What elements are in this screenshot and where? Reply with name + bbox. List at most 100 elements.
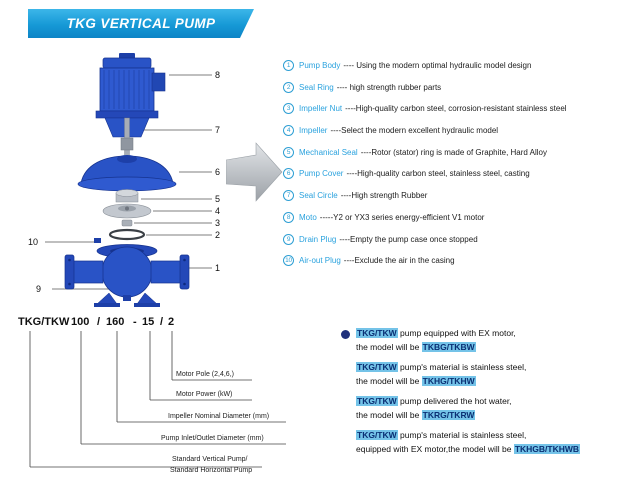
part-description: ---- high strength rubber parts [336,82,442,92]
model-code: TKG/TKW 100 / 160 - 15 / 2 [0,316,220,330]
model-code-token: 100 [71,316,90,328]
parts-list-row: 10 Air-out Plug ----Exclude the air in t… [283,254,617,267]
part-name: Pump Body [299,61,341,70]
note-line-2: equipped with EX motor,the model will be… [356,442,612,456]
part-number-badge: 1 [283,60,294,71]
callout-leader-lines [45,74,212,290]
model-code-label: Motor Power (kW) [176,391,232,398]
part-number-badge: 5 [283,146,294,158]
model-code-token: - [133,316,137,328]
parts-list-row: 5 Mechanical Seal ----Rotor (stator) rin… [283,146,617,159]
model-highlight: TKHGB/TKHWB [513,444,581,454]
pump-diagram-svg [45,53,212,307]
notes-bullet-icon [341,330,350,339]
model-code-label: Pump Inlet/Outlet Diameter (mm) [161,435,264,442]
part-number-badge: 8 [283,211,294,223]
part-name: Seal Ring [299,82,334,92]
model-highlight: TKHG/TKHW [421,376,476,386]
part-description: ----Empty the pump case once stopped [339,234,478,244]
part-name: Mechanical Seal [299,147,358,157]
parts-list-row: 9 Drain Plug ----Empty the pump case onc… [283,233,617,246]
parts-list-row: 2 Seal Ring ---- high strength rubber pa… [283,81,617,94]
model-code-label-line1: Pump Inlet/Outlet Diameter (mm) [161,435,264,442]
parts-list-row: 3 Impeller Nut ----High-quality carbon s… [283,102,617,115]
model-code-token: 15 [142,316,155,328]
part-description: ---- Using the modern optimal hydraulic … [343,61,532,70]
part-description: ----Rotor (stator) ring is made of Graph… [360,147,547,157]
parts-list: 1 Pump Body ---- Using the modern optima… [283,59,617,276]
brand-highlight: TKG/TKW [356,430,398,440]
model-code-token: / [97,316,101,328]
model-code-label-line1: Motor Power (kW) [176,391,233,398]
parts-list-row: 8 Moto -----Y2 or YX3 series energy-effi… [283,211,617,224]
model-code-token: / [160,316,164,328]
part-name: Drain Plug [299,234,337,244]
note-text: equipped with EX motor,the model will be [356,444,514,454]
model-code-label: Motor Pole (2,4,6,) [176,371,234,378]
part-description: -----Y2 or YX3 series energy-efficient V… [319,212,485,222]
note-line-1: TKG/TKW pump's material is stainless ste… [356,428,612,442]
note-line-1: TKG/TKW pump delivered the hot water, [356,394,612,408]
model-code-label: Standard Vertical Pump/ Standard Horizon… [170,456,253,474]
title-banner: TKG VERTICAL PUMP [28,9,254,38]
part-name: Pump Cover [299,169,344,179]
part-description: ----Exclude the air in the casing [343,256,455,266]
part-name: Moto [299,212,317,222]
part-name: Impeller Nut [299,104,343,114]
note-item: TKG/TKW pump equipped with EX motor, the… [356,326,612,354]
part-number-badge: 2 [283,81,294,93]
model-code-label-line1: Impeller Nominal Diameter (mm) [168,413,270,420]
pump-cover [77,155,177,192]
pump-exploded-diagram: 8 7 6 5 4 3 2 10 1 9 [15,45,275,315]
part-number-badge: 7 [283,190,294,202]
model-code-label-line1: Motor Pole (2,4,6,) [176,371,234,378]
part-number-badge: 9 [283,233,294,245]
parts-list-row: 7 Seal Circle ----High strength Rubber [283,189,617,202]
part-name: Seal Circle [299,191,338,201]
note-item: TKG/TKW pump's material is stainless ste… [356,360,612,388]
part-number-badge: 3 [283,103,294,115]
part-name: Impeller [299,126,328,136]
note-item: TKG/TKW pump's material is stainless ste… [356,428,612,456]
brand-highlight: TKG/TKW [356,396,398,406]
note-line-1: TKG/TKW pump equipped with EX motor, [356,326,612,340]
model-code-token: 2 [168,316,175,328]
part-description: ----High strength Rubber [340,191,428,201]
part-description: ----High-quality carbon steel, stainless… [346,169,530,179]
note-text: the model will be [356,342,422,352]
impeller [102,203,152,219]
note-text: pump equipped with EX motor, [397,328,516,338]
transition-arrow-icon [226,142,283,202]
parts-list-row: 1 Pump Body ---- Using the modern optima… [283,59,617,72]
part-name: Air-out Plug [299,256,341,266]
note-text: pump delivered the hot water, [397,396,512,406]
seal-ring [108,228,146,241]
note-line-2: the model will be TKHG/TKHW [356,374,612,388]
model-highlight: TKBG/TKBW [421,342,476,352]
note-text: pump's material is stainless steel, [397,362,527,372]
note-text: pump's material is stainless steel, [397,430,527,440]
part-description: ----Select the modern excellent hydrauli… [330,126,499,136]
model-notes: TKG/TKW pump equipped with EX motor, the… [356,326,612,462]
model-code-label-line1: Standard Vertical Pump/ [172,456,248,463]
model-code-token: 160 [106,316,125,328]
model-code-label-line2: Standard Horizontal Pump [170,467,253,474]
parts-list-row: 4 Impeller ----Select the modern excelle… [283,124,617,137]
model-highlight: TKRG/TKRW [421,410,476,420]
brand-highlight: TKG/TKW [356,362,398,372]
impeller-nut [121,219,133,227]
pump-body [64,238,190,307]
parts-list-row: 6 Pump Cover ----High-quality carbon ste… [283,167,617,180]
note-line-1: TKG/TKW pump's material is stainless ste… [356,360,612,374]
model-code-token: TKG/TKW [18,316,70,328]
part-number-badge: 10 [283,255,294,267]
note-line-2: the model will be TKRG/TKRW [356,408,612,422]
note-text: the model will be [356,410,422,420]
note-text: the model will be [356,376,422,386]
motor [95,53,166,119]
model-code-label: Impeller Nominal Diameter (mm) [168,413,269,420]
note-line-2: the model will be TKBG/TKBW [356,340,612,354]
note-item: TKG/TKW pump delivered the hot water, th… [356,394,612,422]
part-number-badge: 6 [283,168,294,180]
